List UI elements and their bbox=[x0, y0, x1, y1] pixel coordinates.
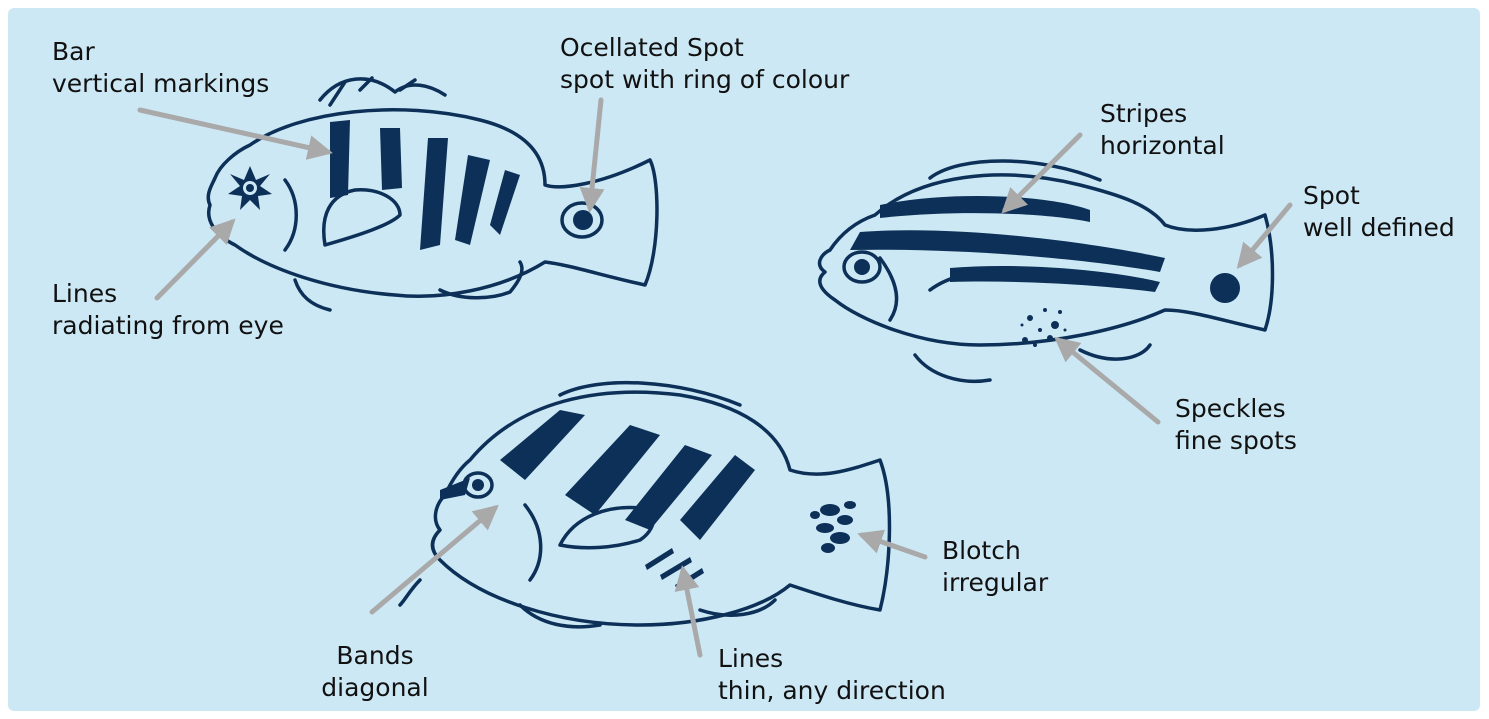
label-bar-title: Bar bbox=[52, 36, 269, 68]
label-blotch: Blotch irregular bbox=[942, 535, 1048, 599]
label-lines-eye: Lines radiating from eye bbox=[52, 278, 284, 342]
label-spot-title: Spot bbox=[1303, 180, 1455, 212]
label-blotch-desc: irregular bbox=[942, 567, 1048, 599]
label-bar: Bar vertical markings bbox=[52, 36, 269, 100]
label-lines-eye-title: Lines bbox=[52, 278, 284, 310]
label-ocellated-desc: spot with ring of colour bbox=[560, 64, 849, 96]
label-stripes-desc: horizontal bbox=[1100, 130, 1225, 162]
label-spot-desc: well defined bbox=[1303, 212, 1455, 244]
label-speckles: Speckles fine spots bbox=[1175, 393, 1297, 457]
label-stripes: Stripes horizontal bbox=[1100, 98, 1225, 162]
callout-arrows bbox=[140, 100, 1290, 655]
blotch-mark bbox=[810, 501, 856, 553]
fish-striped-markings bbox=[850, 196, 1240, 347]
label-bands-desc: diagonal bbox=[310, 672, 440, 704]
label-bar-desc: vertical markings bbox=[52, 68, 269, 100]
label-blotch-title: Blotch bbox=[942, 535, 1048, 567]
label-lines-eye-desc: radiating from eye bbox=[52, 310, 284, 342]
label-ocellated-spot: Ocellated Spot spot with ring of colour bbox=[560, 32, 849, 96]
label-bands: Bands diagonal bbox=[310, 640, 440, 704]
label-stripes-title: Stripes bbox=[1100, 98, 1225, 130]
fish-banded-markings bbox=[440, 410, 856, 590]
label-ocellated-title: Ocellated Spot bbox=[560, 32, 849, 64]
label-lines-thin-title: Lines bbox=[718, 643, 946, 675]
label-spot: Spot well defined bbox=[1303, 180, 1455, 244]
label-speckles-desc: fine spots bbox=[1175, 425, 1297, 457]
label-lines-thin: Lines thin, any direction bbox=[718, 643, 946, 707]
label-speckles-title: Speckles bbox=[1175, 393, 1297, 425]
label-bands-title: Bands bbox=[310, 640, 440, 672]
label-lines-thin-desc: thin, any direction bbox=[718, 675, 946, 707]
